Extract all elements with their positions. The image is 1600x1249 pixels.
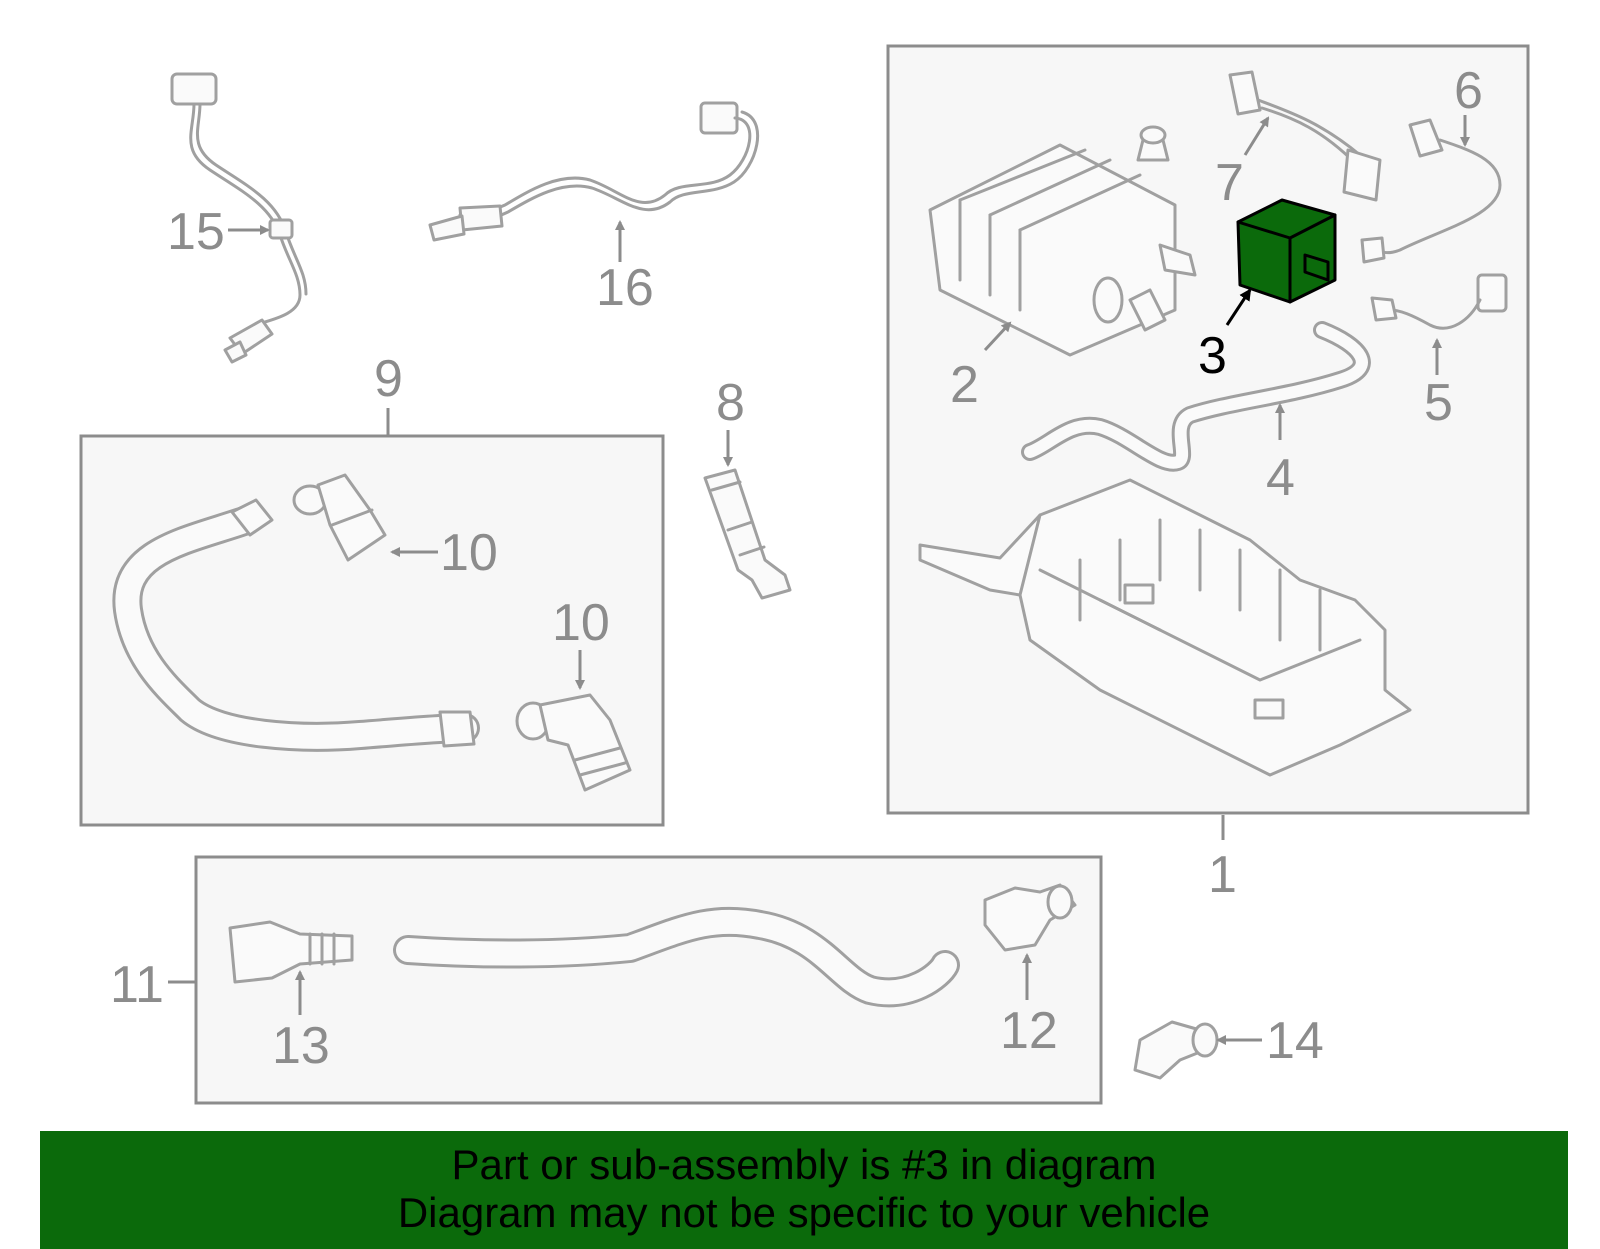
vapor-canister-2[interactable]	[928, 143, 1197, 357]
oxygen-sensor-16[interactable]	[428, 101, 760, 242]
callout-15: 15	[167, 203, 225, 261]
callout-12: 12	[1000, 1002, 1058, 1060]
callout-3: 3	[1198, 327, 1227, 385]
assembly-box-9	[79, 434, 665, 827]
harness-5[interactable]	[1370, 273, 1508, 330]
fitting-8[interactable]	[703, 468, 792, 600]
connector-12[interactable]	[983, 883, 1077, 952]
callout-14: 14	[1266, 1012, 1324, 1070]
callout-numbers: 1 2 3 4 5 6 7 8 9 10 10 11 12 13 14 15 1…	[110, 62, 1483, 1075]
callout-9: 9	[374, 350, 403, 408]
callout-10a: 10	[440, 524, 498, 582]
plug-fitting	[1136, 125, 1170, 162]
canister-tray	[918, 478, 1412, 777]
vent-hose-11[interactable]	[393, 906, 960, 1008]
callout-6: 6	[1454, 62, 1483, 120]
callout-16: 16	[596, 259, 654, 317]
fitting-14[interactable]	[1133, 1020, 1219, 1080]
quick-connector-10a[interactable]	[292, 473, 387, 562]
banner-line-1: Part or sub-assembly is #3 in diagram	[451, 1141, 1157, 1188]
callout-7: 7	[1215, 154, 1244, 212]
banner-line-2: Diagram may not be specific to your vehi…	[397, 1189, 1211, 1236]
callout-5: 5	[1424, 374, 1453, 432]
callout-8: 8	[716, 374, 745, 432]
vapor-tube-4[interactable]	[1021, 321, 1371, 472]
quick-connector-10b[interactable]	[515, 693, 632, 792]
callout-4: 4	[1266, 449, 1295, 507]
callout-1: 1	[1208, 846, 1237, 904]
fuel-hose-9[interactable]	[112, 498, 480, 752]
connector-13[interactable]	[228, 920, 354, 984]
leader-lines	[168, 115, 1470, 1045]
connector-7[interactable]	[1228, 70, 1382, 202]
assembly-box-11	[194, 855, 1103, 1105]
oxygen-sensor-15[interactable]	[170, 72, 308, 364]
callout-11: 11	[110, 956, 164, 1014]
callout-13: 13	[272, 1017, 330, 1075]
callout-2: 2	[950, 356, 979, 414]
info-banner: Part or sub-assembly is #3 in diagram Di…	[40, 1131, 1568, 1249]
purge-valve-3-highlighted[interactable]	[1236, 198, 1337, 304]
connector-6[interactable]	[1360, 118, 1502, 264]
callout-10b: 10	[552, 594, 610, 652]
